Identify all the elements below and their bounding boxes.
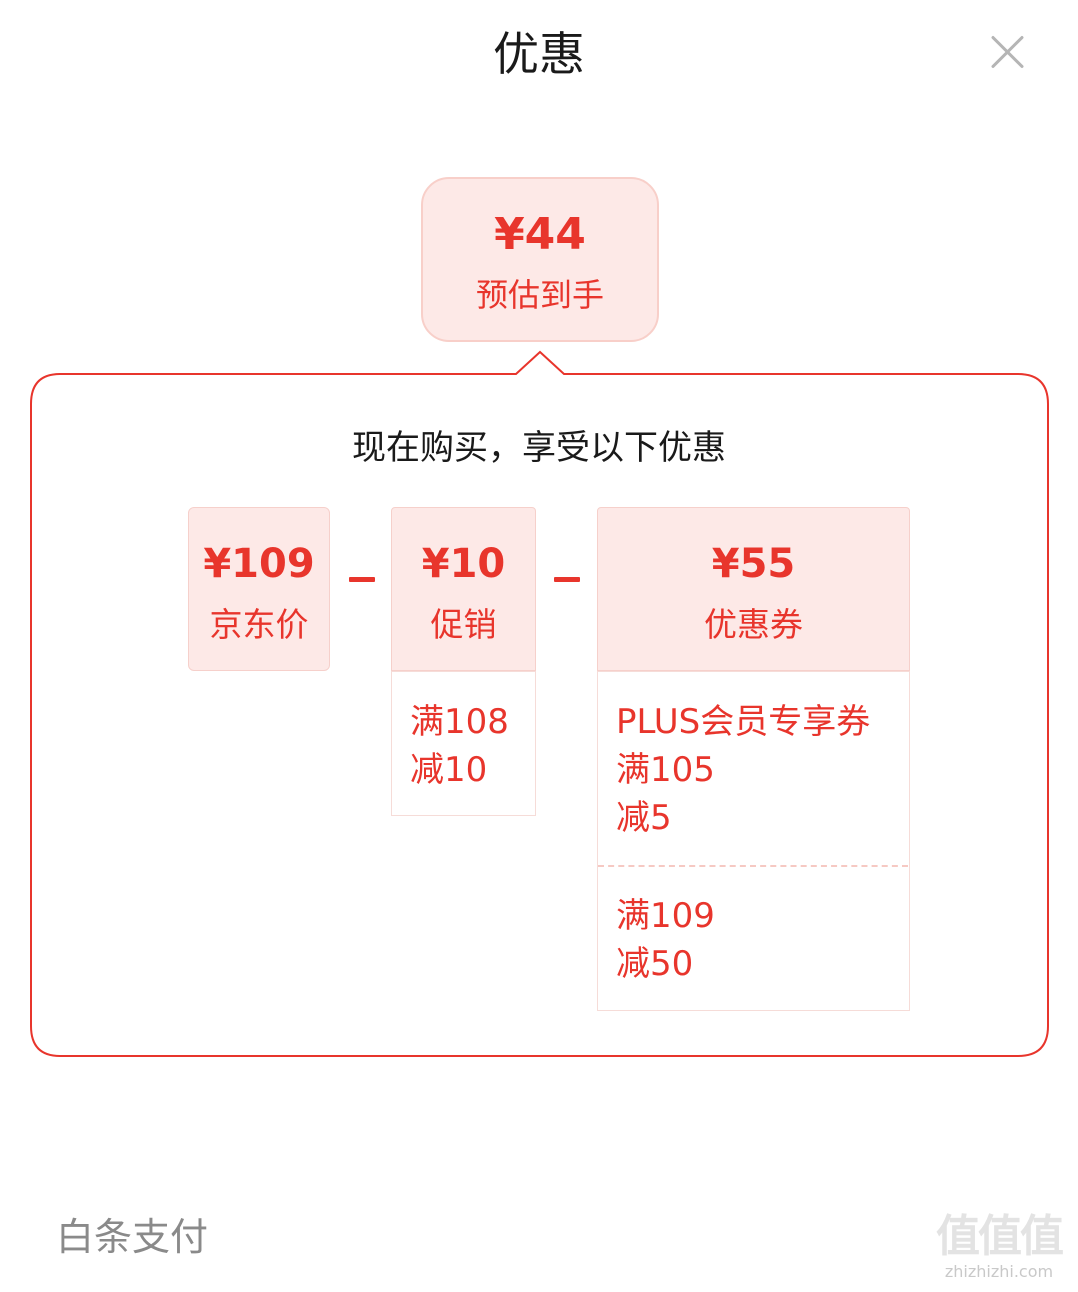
coupon-item: PLUS会员专享券 满105 减5 <box>616 698 870 842</box>
coupon-item-discount: 减50 <box>616 944 694 984</box>
minus-icon <box>349 577 375 582</box>
coupon-label: 优惠券 <box>704 605 803 644</box>
coupon-cell: ¥55 优惠券 <box>597 507 910 671</box>
coupon-item: 满109 减50 <box>616 892 715 988</box>
page-title: 优惠 <box>493 27 585 81</box>
coupon-detail: PLUS会员专享券 满105 减5 满109 减50 <box>597 671 910 1011</box>
jd-price-label: 京东价 <box>209 605 309 644</box>
panel-subtitle: 现在购买，享受以下优惠 <box>352 428 726 468</box>
jd-price-cell: ¥109 京东价 <box>188 507 330 671</box>
coupon-item-name: PLUS会员专享券 <box>616 702 871 742</box>
watermark-logo: 值值值 zhizhizhi.com <box>928 1212 1070 1286</box>
baitiao-payment-label[interactable]: 白条支付 <box>56 1215 209 1259</box>
promotion-threshold: 满108 <box>410 702 509 742</box>
jd-price-amount: ¥109 <box>203 541 315 587</box>
promotion-label: 促销 <box>430 605 497 644</box>
coupon-item-threshold: 满109 <box>616 896 715 936</box>
coupon-amount: ¥55 <box>711 541 796 587</box>
coupon-item-discount: 减5 <box>616 798 672 838</box>
promotion-detail: 满108 减10 <box>391 671 536 816</box>
promotion-discount: 减10 <box>410 750 488 790</box>
coupon-item-threshold: 满105 <box>616 750 715 790</box>
estimated-price-label: 预估到手 <box>475 276 604 314</box>
watermark-logo-text: 值值值 <box>936 1211 1064 1262</box>
estimated-price-card: ¥44 预估到手 <box>421 177 659 342</box>
promotion-amount: ¥10 <box>421 541 506 587</box>
estimated-price: ¥44 <box>494 209 586 260</box>
minus-icon <box>554 577 580 582</box>
watermark-site: zhizhizhi.com <box>944 1262 1054 1281</box>
coupon-divider <box>598 865 908 867</box>
promotion-cell: ¥10 促销 <box>391 507 536 671</box>
